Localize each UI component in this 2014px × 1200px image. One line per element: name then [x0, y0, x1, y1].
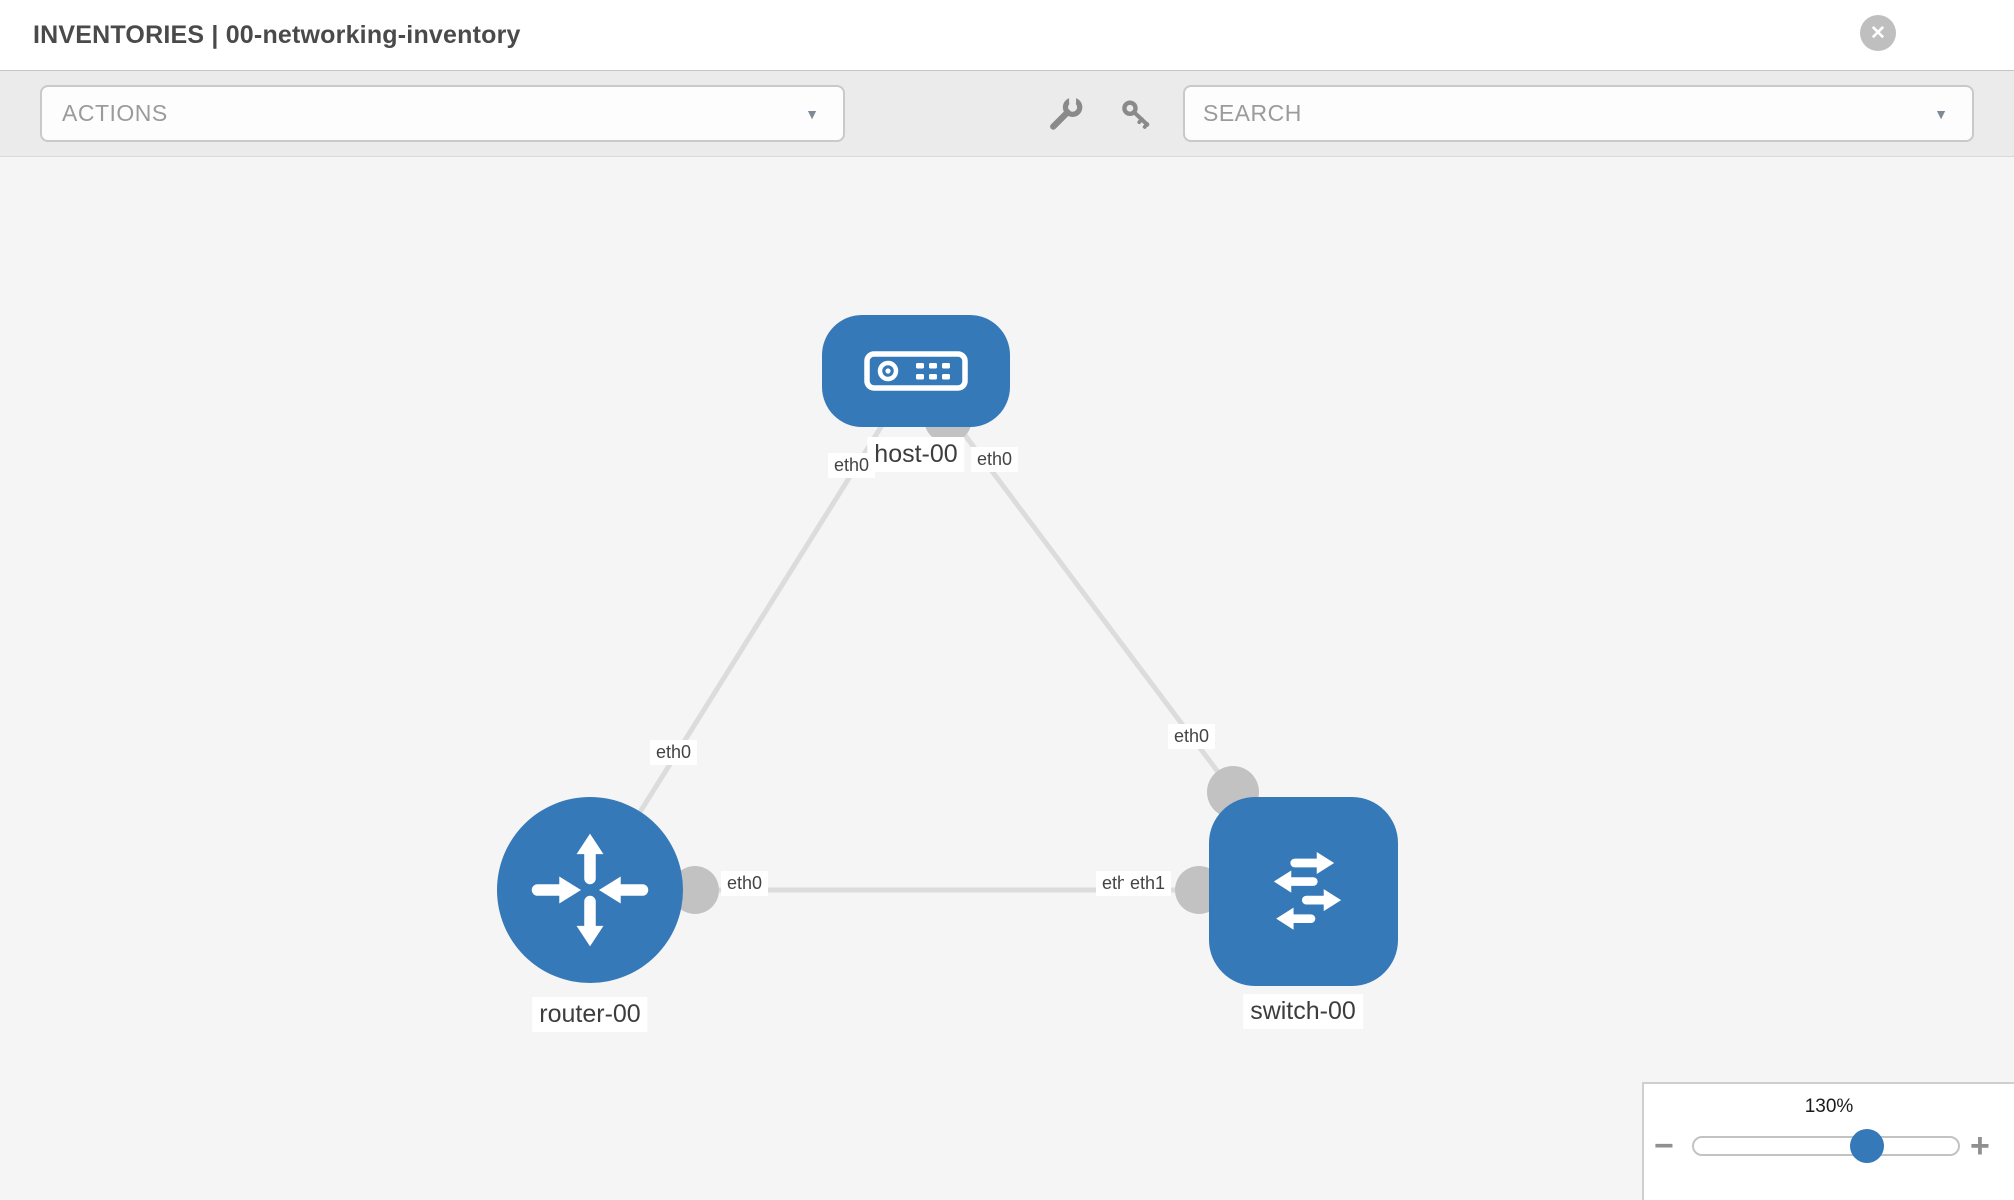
zoom-slider-thumb[interactable] [1850, 1129, 1884, 1163]
zoom-in-button[interactable]: + [1970, 1127, 1990, 1165]
switch-icon [1273, 851, 1341, 930]
if-label-host-eth0-right: eth0 [971, 447, 1019, 472]
close-button[interactable]: ✕ [1860, 15, 1896, 51]
wrench-icon-glyph [1050, 96, 1083, 130]
node-host-00[interactable] [822, 315, 1010, 427]
if-label-host-eth0-left: eth0 [828, 453, 876, 478]
if-label-router-eth0-diagonal: eth0 [650, 740, 698, 765]
zoom-out-button[interactable]: − [1654, 1127, 1674, 1165]
key-icon[interactable] [1117, 95, 1157, 135]
chevron-down-icon: ▼ [805, 105, 819, 122]
links-layer [587, 369, 1303, 914]
zoom-slider-track[interactable] [1692, 1129, 1960, 1163]
actions-dropdown-label: ACTIONS [62, 100, 168, 126]
wrench-icon[interactable] [1045, 95, 1085, 135]
host-icon [864, 351, 968, 391]
node-switch-00[interactable] [1209, 797, 1398, 986]
if-label-router-eth0-horizontal: eth0 [721, 871, 769, 896]
if-label-switch-eth1: eth1 [1124, 871, 1172, 896]
chevron-down-icon: ▼ [1934, 105, 1948, 122]
node-label-router-00: router-00 [532, 997, 648, 1032]
close-icon: ✕ [1870, 22, 1886, 44]
titlebar: INVENTORIES | 00-networking-inventory ✕ [0, 0, 2014, 70]
actions-dropdown[interactable]: ACTIONS ▼ [40, 85, 845, 142]
if-label-switch-eth0-top: eth0 [1168, 724, 1216, 749]
router-icon [531, 833, 649, 947]
key-icon-glyph [1122, 100, 1150, 129]
page-title: INVENTORIES | 00-networking-inventory [33, 21, 521, 49]
zoom-level-value: 130% [1804, 1096, 1854, 1117]
topology-canvas[interactable]: host-00 router-00 switch-00 eth0 eth0 et… [0, 157, 2014, 1200]
node-label-host-00: host-00 [867, 437, 965, 472]
search-dropdown[interactable]: ▼ [1183, 85, 1974, 142]
toolbar: ACTIONS ▼ ▼ [0, 70, 2014, 157]
node-router-00[interactable] [497, 797, 683, 983]
interface-connector-router [671, 866, 719, 914]
zoom-slider-row: − + [1644, 1126, 2014, 1166]
search-input[interactable] [1185, 100, 1935, 127]
node-label-switch-00: switch-00 [1243, 994, 1363, 1029]
zoom-panel: 130% − + [1642, 1082, 2014, 1200]
